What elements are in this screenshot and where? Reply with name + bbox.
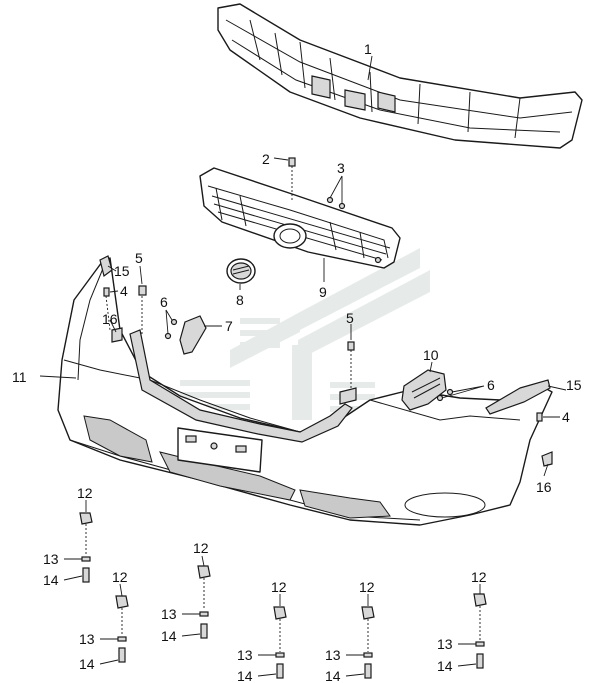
watermark-logo: [180, 248, 430, 420]
energy-absorber: [217, 3, 583, 149]
callout-2: 2: [262, 151, 270, 167]
lower-clip-set-6: [473, 593, 487, 669]
right-mounting-bracket: [339, 341, 553, 467]
callout-5-right: 5: [346, 310, 354, 326]
callout-12-d: 12: [271, 579, 287, 595]
callout-6-left: 6: [160, 294, 168, 310]
radiator-grille: [199, 167, 401, 269]
callout-4-right: 4: [562, 409, 570, 425]
callout-13-c: 13: [161, 606, 177, 622]
lower-clip-set-2: [115, 595, 129, 663]
callout-14-e: 14: [325, 668, 341, 683]
lower-clip-set-1: [79, 512, 93, 583]
callout-12-b: 12: [112, 569, 128, 585]
callout-4-left: 4: [120, 283, 128, 299]
callout-3: 3: [337, 160, 345, 176]
callout-13-e: 13: [325, 647, 341, 663]
callout-15-left: 15: [114, 263, 130, 279]
callout-16-left: 16: [102, 311, 118, 327]
callout-12-c: 12: [193, 540, 209, 556]
callout-labels: 1 2 3 4 4 5 5 6 6 7 8 9 10 11 12 12 12 1…: [12, 41, 582, 683]
callout-10: 10: [423, 347, 439, 363]
callout-12-f: 12: [471, 569, 487, 585]
callout-15-right: 15: [566, 377, 582, 393]
callout-5-left: 5: [135, 250, 143, 266]
callout-9: 9: [319, 284, 327, 300]
callout-11: 11: [12, 369, 27, 385]
callout-14-f: 14: [437, 658, 453, 674]
leader-lines: [39, 55, 567, 677]
front-bumper-cover: [57, 257, 553, 526]
callout-13-a: 13: [43, 551, 59, 567]
callout-14-d: 14: [237, 668, 253, 683]
callout-6-right: 6: [487, 377, 495, 393]
callout-7: 7: [225, 318, 233, 334]
callout-14-c: 14: [161, 628, 177, 644]
callout-14-b: 14: [79, 656, 95, 672]
callout-13-d: 13: [237, 647, 253, 663]
callout-14-a: 14: [43, 572, 59, 588]
callout-13-f: 13: [437, 636, 453, 652]
callout-1: 1: [364, 41, 372, 57]
left-side-bracket: [99, 255, 123, 343]
grille-emblem: [226, 258, 256, 284]
lower-clip-set-3: [197, 565, 211, 639]
grille-screws: [288, 157, 382, 264]
callout-12-a: 12: [77, 485, 93, 501]
callout-16-right: 16: [536, 479, 552, 495]
callout-12-e: 12: [359, 579, 375, 595]
lower-clip-set-5: [361, 606, 375, 679]
lower-clip-set-4: [273, 606, 287, 679]
callout-8: 8: [236, 292, 244, 308]
left-mounting-bracket: [138, 285, 207, 355]
callout-13-b: 13: [79, 631, 95, 647]
